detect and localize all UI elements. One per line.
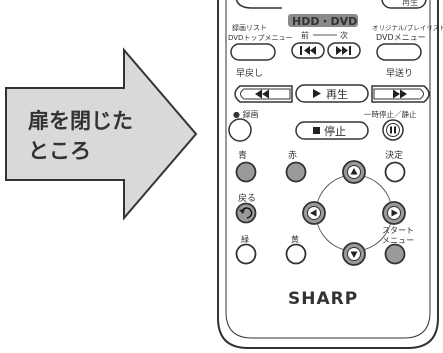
- play-icon: [313, 89, 321, 98]
- down-button[interactable]: [342, 242, 366, 266]
- red-button[interactable]: [285, 161, 307, 183]
- arrow-up-icon: [350, 168, 358, 175]
- fast-forward-icon: [393, 89, 407, 99]
- enter-button[interactable]: [384, 161, 406, 183]
- yellow-label: 黄: [291, 234, 299, 244]
- start-menu-label-2: メニュー: [382, 236, 414, 245]
- green-label: 緑: [241, 234, 249, 244]
- back-label: 戻る: [238, 192, 256, 204]
- right-button[interactable]: [382, 201, 406, 225]
- arrow-right-icon: [391, 209, 398, 217]
- left-button[interactable]: [302, 201, 326, 225]
- enter-label: 決定: [385, 149, 403, 161]
- top-menu-button[interactable]: [230, 43, 276, 61]
- red-label: 赤: [288, 150, 297, 161]
- top-cut-buttons: 再生: [235, 0, 427, 9]
- blue-button[interactable]: [235, 161, 257, 183]
- rewind-icon: [255, 89, 269, 99]
- start-menu-button[interactable]: [384, 243, 406, 265]
- hdd-dvd-indicator: HDD・DVD: [288, 14, 358, 28]
- prev-button[interactable]: [291, 42, 325, 59]
- stop-button[interactable]: 停止: [295, 121, 369, 140]
- stop-label: 停止: [324, 124, 346, 138]
- pause-label: 一時停止／静止: [364, 109, 417, 119]
- next-button[interactable]: [327, 42, 361, 59]
- callout-line1: 扉を閉じた: [28, 109, 133, 133]
- pause-button[interactable]: [382, 119, 404, 141]
- hdd-dvd-label: HDD・DVD: [292, 15, 357, 28]
- arrow-left-icon: [310, 209, 317, 217]
- right-menu-label-1: オリジナル/プレイリスト: [372, 24, 443, 32]
- blue-label: 青: [238, 149, 247, 161]
- left-menu-label-2: DVDトップメニュー: [228, 34, 292, 42]
- top-right-fragment: 再生: [402, 0, 418, 7]
- arrow-down-icon: [350, 251, 358, 258]
- fast-forward-button[interactable]: [371, 85, 430, 103]
- start-menu-label-1: スタート: [382, 226, 414, 235]
- prev-label: 前: [301, 30, 309, 40]
- play-label: 再生: [326, 87, 348, 101]
- pause-icon: [390, 126, 396, 134]
- skip-forward-icon: [336, 46, 351, 55]
- rewind-button[interactable]: [234, 85, 293, 103]
- return-icon: [241, 207, 253, 219]
- brand-logo: SHARP: [288, 289, 358, 309]
- rewind-label: 早戻し: [236, 67, 263, 79]
- callout-line2: ところ: [28, 139, 91, 163]
- right-menu-label-2: DVDメニュー: [376, 33, 426, 42]
- left-menu-label-1: 録画リスト: [232, 23, 267, 32]
- next-label: 次: [340, 30, 348, 40]
- back-button[interactable]: [235, 202, 257, 224]
- top-right-cut-button[interactable]: [381, 0, 427, 9]
- dvd-menu-button[interactable]: [376, 43, 422, 61]
- skip-back-icon: [300, 46, 316, 55]
- yellow-button[interactable]: [285, 243, 307, 265]
- up-button[interactable]: [342, 160, 366, 184]
- record-label: ● 録画: [233, 109, 259, 119]
- play-button[interactable]: 再生: [295, 84, 369, 103]
- green-button[interactable]: [235, 243, 257, 265]
- stop-icon: [313, 127, 320, 134]
- record-button[interactable]: [228, 118, 252, 142]
- callout-arrow: 扉を閉じた ところ: [5, 47, 198, 221]
- fast-forward-label: 早送り: [386, 67, 413, 79]
